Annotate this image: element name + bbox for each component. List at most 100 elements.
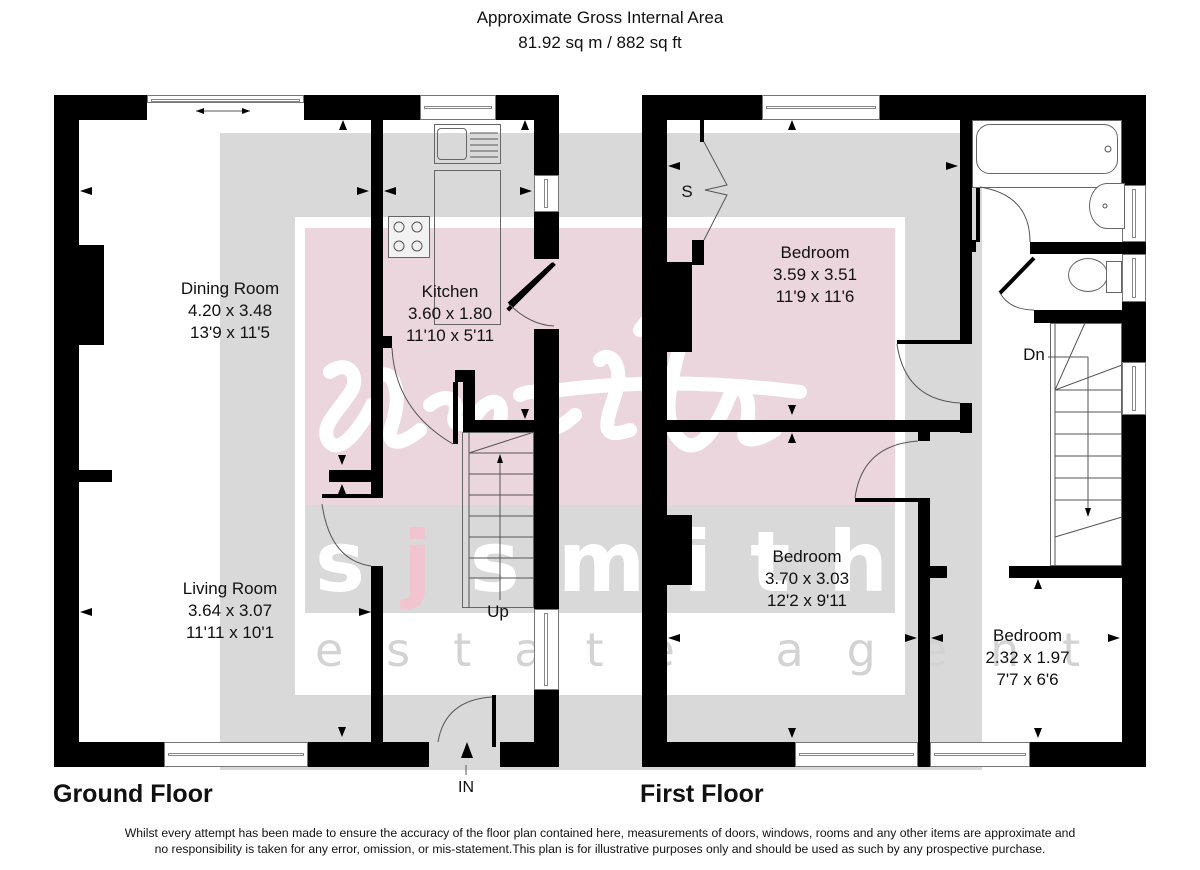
room-name: Dining Room — [180, 279, 280, 298]
room-dimensions-imperial: 11'11 x 10'1 — [185, 623, 275, 642]
wall — [322, 494, 383, 498]
wall — [1034, 310, 1146, 323]
wall — [692, 240, 704, 265]
dimension-arrow — [357, 187, 369, 195]
window — [420, 95, 496, 120]
room-dimensions-imperial: 7'7 x 6'6 — [996, 670, 1059, 689]
room-dimensions-metric: 3.59 x 3.51 — [772, 265, 858, 284]
disclaimer-line-2: no responsibility is taken for any error… — [154, 842, 1046, 856]
dimension-arrow — [359, 608, 371, 616]
window — [795, 742, 918, 767]
staircase — [1050, 323, 1122, 566]
dimension-arrow — [384, 187, 396, 195]
dimension-arrow — [946, 162, 958, 170]
dimension-arrow — [1034, 579, 1042, 589]
wall — [960, 240, 976, 252]
dimension-arrow — [788, 433, 796, 443]
wall — [642, 95, 667, 767]
room-dimensions-imperial: 11'10 x 5'11 — [405, 326, 495, 345]
wall — [308, 742, 429, 767]
wm-letter: m — [557, 513, 684, 611]
toilet-icon — [1068, 258, 1108, 292]
room-name: Bedroom — [780, 243, 850, 262]
entrance-label: IN — [458, 779, 474, 796]
bath-icon — [976, 124, 1118, 174]
wall — [1122, 95, 1146, 185]
hob-icon — [388, 216, 430, 258]
dimension-arrow — [338, 727, 346, 737]
area-value: 81.92 sq m / 882 sq ft — [518, 33, 682, 52]
window — [762, 95, 880, 120]
dimension-arrow — [339, 120, 347, 130]
wall — [371, 566, 383, 742]
window — [534, 175, 559, 212]
dimension-arrow — [338, 484, 346, 494]
watermark-gray-panel — [305, 505, 895, 613]
dimension-arrow — [788, 728, 796, 738]
front-door-leaf — [492, 695, 496, 747]
wall — [534, 212, 559, 259]
chimney-breast — [642, 515, 692, 585]
room-label-bedroom-3: Bedroom 2.32 x 1.97 7'7 x 6'6 — [960, 625, 1095, 691]
dimension-arrow — [521, 120, 529, 130]
wall — [918, 502, 930, 767]
dimension-arrow — [1108, 634, 1120, 642]
dimension-arrow — [668, 634, 680, 642]
window — [164, 742, 308, 767]
arrow-head — [1085, 508, 1091, 517]
wall — [700, 120, 704, 142]
stairs-down-label: Dn — [1023, 345, 1045, 364]
wall — [880, 95, 1146, 120]
wall — [304, 95, 420, 120]
chimney-breast — [54, 245, 104, 345]
room-name: Kitchen — [421, 282, 479, 301]
window — [1122, 254, 1146, 302]
dimension-arrow — [520, 187, 532, 195]
arrow-head — [242, 108, 250, 114]
stairs-up-label: Up — [487, 602, 509, 621]
chimney-breast — [642, 262, 692, 352]
floor-label-first: First Floor — [640, 780, 764, 808]
room-dimensions-metric: 2.32 x 1.97 — [985, 648, 1070, 667]
dimension-arrow — [338, 455, 346, 465]
wall — [855, 498, 930, 502]
wall — [918, 432, 930, 441]
wm-letter-accent: j — [403, 513, 470, 611]
watermark-brand: sjsmith — [315, 520, 905, 604]
sink-unit — [434, 124, 501, 164]
wall — [960, 120, 972, 340]
storage-label: S — [681, 182, 693, 201]
window — [930, 742, 1030, 767]
dimension-arrow — [788, 120, 796, 130]
wm-letter: s — [469, 513, 558, 611]
wall — [463, 370, 475, 420]
window — [534, 609, 559, 690]
disclaimer-line-1: Whilst every attempt has been made to en… — [124, 826, 1076, 840]
bathroom-door-leaf — [976, 187, 980, 242]
dimension-arrow — [80, 608, 92, 616]
wall — [371, 120, 383, 470]
dimension-arrow — [80, 187, 92, 195]
room-label-dining-room: Dining Room 4.20 x 3.48 13'9 x 11'5 — [150, 278, 310, 344]
entrance-arrow-icon — [461, 742, 473, 758]
room-dimensions-metric: 3.64 x 3.07 — [187, 601, 273, 620]
room-label-bedroom-1: Bedroom 3.59 x 3.51 11'9 x 11'6 — [745, 242, 885, 308]
floor-label-ground: Ground Floor — [53, 780, 213, 808]
dimension-arrow — [521, 409, 529, 419]
room-dimensions-imperial: 13'9 x 11'5 — [190, 323, 270, 342]
room-name: Living Room — [182, 579, 278, 598]
arrow-head — [196, 108, 204, 114]
wall — [329, 470, 383, 482]
wall — [930, 566, 947, 578]
window — [1122, 362, 1146, 415]
wall — [371, 470, 383, 494]
arrow-head — [497, 454, 503, 463]
room-dimensions-imperial: 11'9 x 11'6 — [775, 287, 855, 306]
wm-letter: h — [828, 513, 927, 611]
room-label-bedroom-2: Bedroom 3.70 x 3.03 12'2 x 9'11 — [727, 546, 887, 612]
wall — [54, 470, 112, 482]
room-label-living-room: Living Room 3.64 x 3.07 11'11 x 10'1 — [150, 578, 310, 644]
room-name: Bedroom — [993, 626, 1062, 645]
wall — [897, 340, 972, 344]
